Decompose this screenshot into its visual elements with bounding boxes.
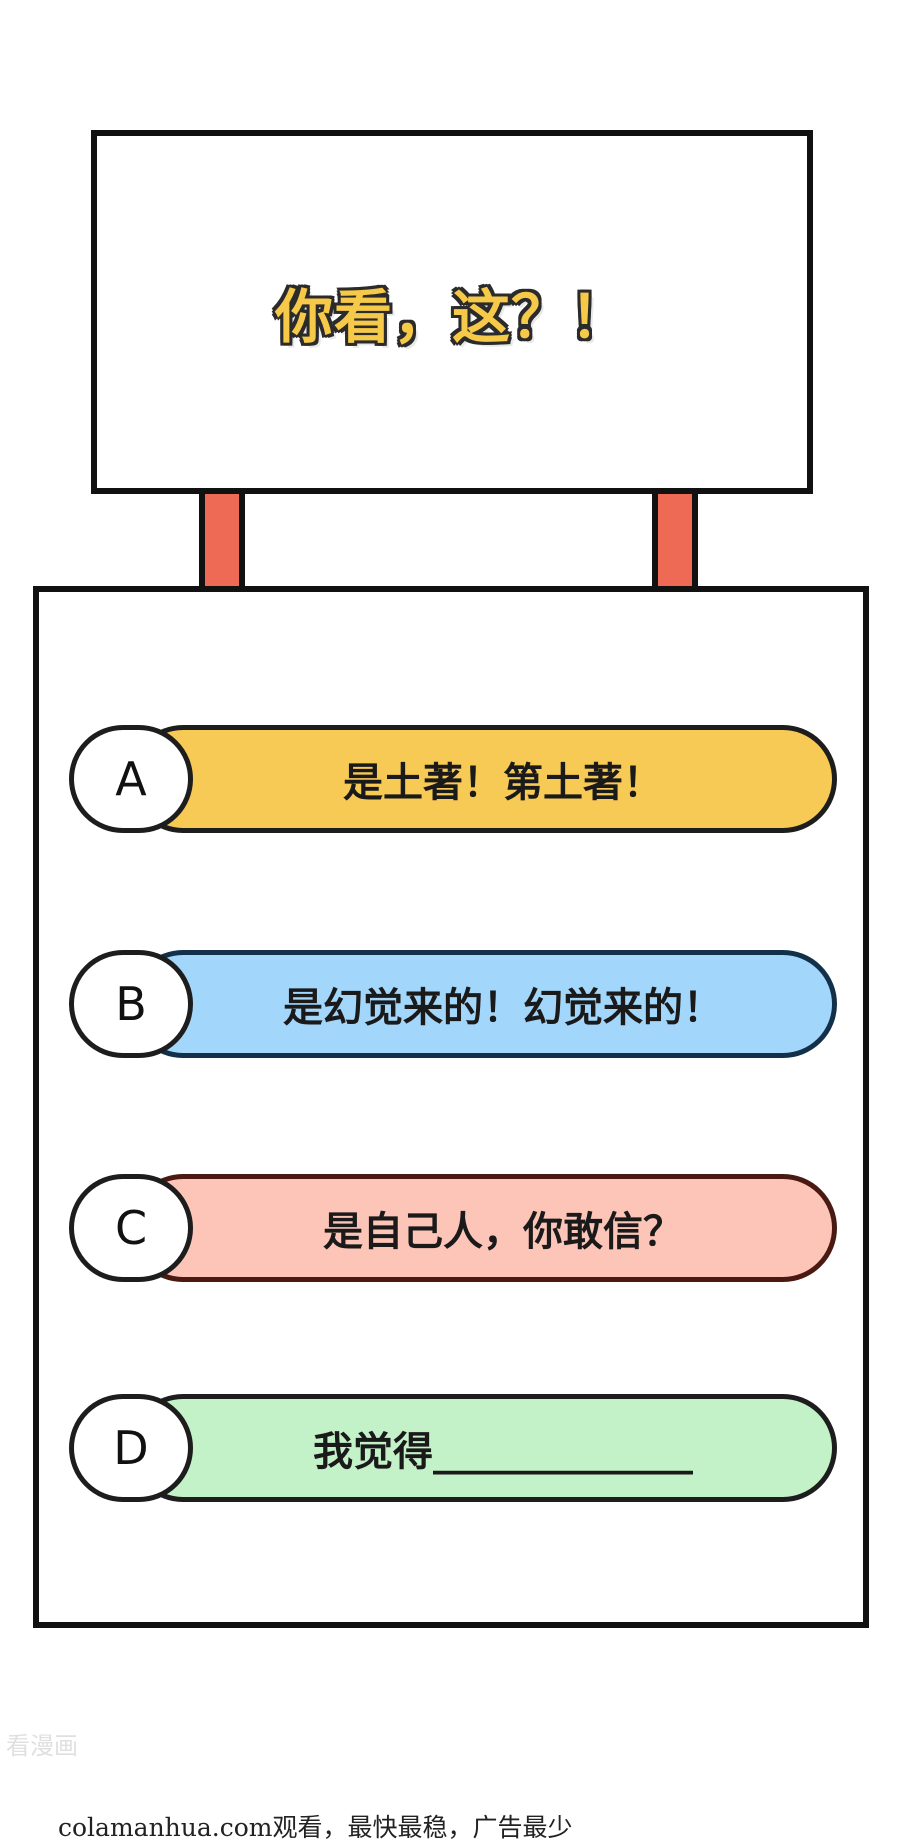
option-a-badge: A — [69, 725, 193, 833]
sign-board: 你看，这？！ — [91, 130, 813, 494]
option-b[interactable]: 是幻觉来的！幻觉来的！ B — [69, 950, 837, 1058]
option-d-text: 我觉得_____________ — [313, 1429, 693, 1475]
option-a-letter: A — [115, 752, 147, 806]
option-d-badge: D — [69, 1394, 193, 1502]
option-b-pill[interactable]: 是幻觉来的！幻觉来的！ — [129, 950, 837, 1058]
option-d-letter: D — [113, 1421, 149, 1475]
option-c-badge: C — [69, 1174, 193, 1282]
option-d-pill[interactable]: 我觉得_____________ — [129, 1394, 837, 1502]
option-a[interactable]: 是土著！第土著！ A — [69, 725, 837, 833]
option-c-letter: C — [114, 1201, 148, 1255]
sign-post-right — [652, 494, 698, 588]
option-b-text: 是幻觉来的！幻觉来的！ — [283, 985, 723, 1031]
sign-title: 你看，这？！ — [274, 283, 629, 351]
option-b-letter: B — [115, 977, 147, 1031]
footer-source-text: colamanhua.com观看，最快最稳，广告最少 — [58, 1813, 573, 1842]
option-c-pill[interactable]: 是自己人，你敢信？ — [129, 1174, 837, 1282]
watermark: 看漫画 — [6, 1732, 78, 1760]
option-c-text: 是自己人，你敢信？ — [323, 1209, 683, 1255]
sign-post-left — [199, 494, 245, 588]
option-b-badge: B — [69, 950, 193, 1058]
option-c[interactable]: 是自己人，你敢信？ C — [69, 1174, 837, 1282]
option-a-text: 是土著！第土著！ — [343, 760, 663, 806]
option-d[interactable]: 我觉得_____________ D — [69, 1394, 837, 1502]
option-a-pill[interactable]: 是土著！第土著！ — [129, 725, 837, 833]
